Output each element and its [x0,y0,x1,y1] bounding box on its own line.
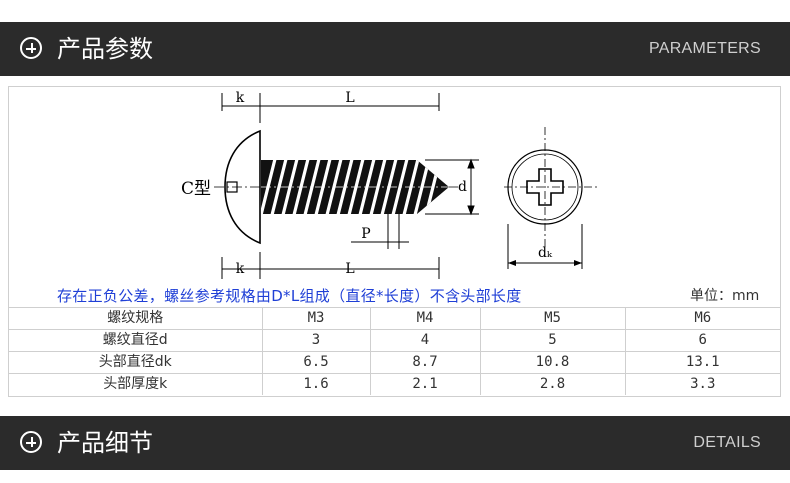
label-k-bottom: k [236,261,245,277]
label-c-type: C型 [181,179,211,199]
thread [358,160,376,214]
arrow [574,260,582,266]
section-title: 产品参数 [57,35,153,63]
table-cell: M3 [261,307,370,330]
phillips-recess [526,168,564,206]
table-row: 头部直径dk 6.5 8.7 10.8 13.1 [9,351,780,374]
table-cell: 头部直径dk [9,351,262,374]
table-cell: 5 [479,329,625,352]
unit-label: 单位：mm [690,288,760,304]
label-d: d [458,179,467,195]
arrow [467,205,475,216]
section-header-parameters: 产品参数 PARAMETERS [0,22,790,76]
section-subtitle: DETAILS [693,434,761,451]
table-cell: 6 [624,329,780,352]
thread [336,160,354,214]
label-k-top: k [236,90,245,106]
table-cell: 螺纹直径d [9,329,262,352]
table-cell: 螺纹规格 [9,307,262,330]
label-dk: dₖ [538,245,553,261]
table-cell: 3 [261,329,370,352]
label-L-bottom: L [345,261,354,277]
head-top-view [507,149,583,225]
table-cell: 6.5 [261,351,370,374]
table-cell: 8.7 [369,351,480,374]
table-cell: 13.1 [624,351,780,374]
head-top-inner [511,153,579,221]
tolerance-note: 存在正负公差，螺丝参考规格由D*L组成（直径*长度）不含头部长度 [57,287,522,305]
section-title: 产品细节 [57,429,153,457]
screw-diagram: k L C型 d P dₖ k L [181,90,599,279]
table-cell: 2.1 [369,373,480,395]
table-cell: 4 [369,329,480,352]
table-cell: M6 [624,307,780,330]
plus-circle-icon [20,37,42,59]
thread [281,160,299,214]
table-cell: 10.8 [479,351,625,374]
table-row: 螺纹规格 M3 M4 M5 M6 [9,307,780,330]
table-cell: M4 [369,307,480,330]
section-subtitle: PARAMETERS [648,40,761,57]
parameters-panel: k L C型 d P dₖ k L 存在正负公差，螺丝参考规格由D*L组成（直径… [8,86,781,397]
section-header-details: 产品细节 DETAILS [0,416,790,470]
table-cell: 头部厚度k [9,373,262,395]
label-P: P [361,226,370,242]
table-cell: 3.3 [624,373,780,395]
arrow [467,158,475,169]
table-row: 螺纹直径d 3 4 5 6 [9,329,780,352]
thread [413,160,431,214]
screw-head [224,129,261,245]
table-row: 头部厚度k 1.6 2.1 2.8 3.3 [9,373,780,395]
table-cell: 1.6 [261,373,370,395]
spec-table: 螺纹规格 M3 M4 M5 M6 螺纹直径d 3 4 5 6 头部直径dk 6.… [9,307,780,395]
label-L-top: L [345,90,354,106]
arrow [508,260,516,266]
table-cell: 2.8 [479,373,625,395]
table-cell: M5 [479,307,625,330]
plus-circle-icon [20,431,42,453]
